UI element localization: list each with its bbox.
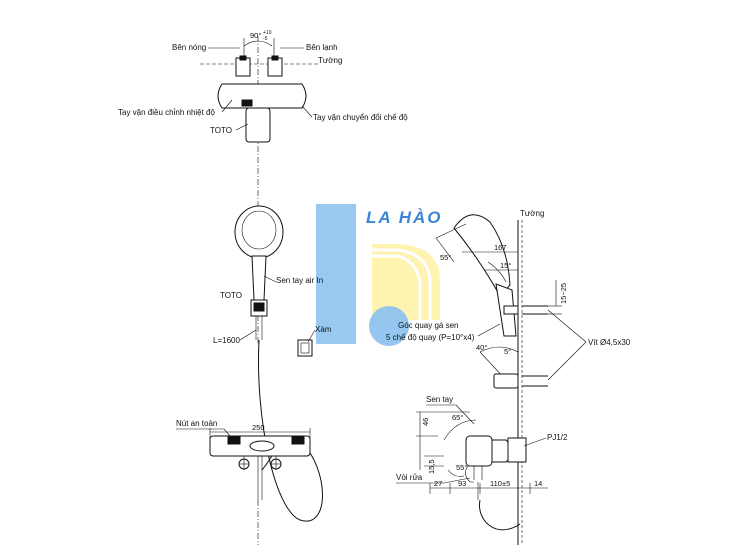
temp-handle-label: Tay vặn điều chỉnh nhiệt độ	[118, 108, 216, 117]
svg-text:+10: +10	[263, 30, 272, 36]
safety-button-label: Nút an toàn	[176, 419, 217, 428]
dim-110: 110±5	[490, 479, 510, 488]
dim-93: 93	[458, 479, 466, 488]
watermark-blue-bar	[316, 204, 356, 344]
shower-head-side	[453, 214, 511, 297]
watermark-blue-circle	[369, 306, 409, 346]
clamp-label: Xàm	[315, 325, 332, 334]
watermark-text: LA HÀO	[366, 208, 443, 227]
dim-46: 46	[421, 418, 430, 426]
handshower-label: Sen tay air In	[276, 276, 323, 285]
mixer-front-view: Nút an toàn 250	[176, 419, 311, 545]
handshower-label-2: Sen tay	[426, 395, 453, 404]
hose-length-label: L=1600	[213, 336, 240, 345]
cold-side-label: Bên lạnh	[306, 43, 338, 52]
hot-inlet	[235, 57, 251, 77]
holder-angle-label: Góc quay gá sen	[398, 321, 458, 330]
angle-55-top: 55°	[440, 253, 451, 262]
mode-handle-label: Tay vặn chuyển đổi chế độ	[313, 113, 408, 122]
wall-label-top: Tường	[318, 56, 342, 65]
dim-14: 14	[534, 479, 542, 488]
mixer-center-dial	[249, 440, 275, 452]
width-250: 250	[252, 423, 265, 432]
handshower-front-view: Sen tay air In TOTO L=1600 Xàm	[213, 205, 332, 522]
angle-65: 65°	[452, 413, 463, 422]
dim-15-25: 15~25	[559, 283, 568, 304]
side-view: Tường 55° 167 15° 15~25 Góc quay gá sen …	[386, 209, 631, 545]
shower-handle	[251, 255, 267, 301]
angle-90: 90°	[250, 31, 261, 40]
mixer-side-body	[465, 435, 493, 467]
dim-27: 27	[434, 479, 442, 488]
dim-15-5: 15,5	[427, 459, 436, 474]
angle-55-bottom: 55°	[456, 463, 467, 472]
toto-label-1: TOTO	[210, 126, 232, 135]
clamp-part	[297, 339, 313, 357]
svg-text:-5: -5	[263, 36, 268, 42]
angle-40: 40°	[476, 343, 487, 352]
holder-arm-top	[503, 305, 519, 315]
dim-167: 167	[494, 243, 507, 252]
pj-label: PJ1/2	[547, 433, 568, 442]
holder-lower	[493, 373, 519, 389]
wall-escutcheon	[507, 437, 527, 463]
angle-5: 5°	[504, 347, 511, 356]
spout-label: Vòi rửa	[396, 473, 423, 482]
cold-inlet	[267, 57, 283, 77]
wall-label-right: Tường	[520, 209, 544, 218]
valve-top-view: 90° +10 -5 Bên nóng Bên lạnh Tường Tay v…	[118, 30, 408, 205]
valve-front-knob	[245, 107, 271, 143]
valve-body-top	[217, 83, 307, 109]
toto-label-2: TOTO	[220, 291, 242, 300]
watermark-logo: LA HÀO	[316, 204, 443, 346]
shower-hose	[258, 339, 323, 522]
angle-15: 15°	[500, 261, 511, 270]
screw-label: Vít Ø4,5x30	[588, 338, 631, 347]
holder-modes-label: 5 chế độ quay (P=10°x4)	[386, 333, 475, 342]
hot-side-label: Bên nóng	[172, 43, 206, 52]
